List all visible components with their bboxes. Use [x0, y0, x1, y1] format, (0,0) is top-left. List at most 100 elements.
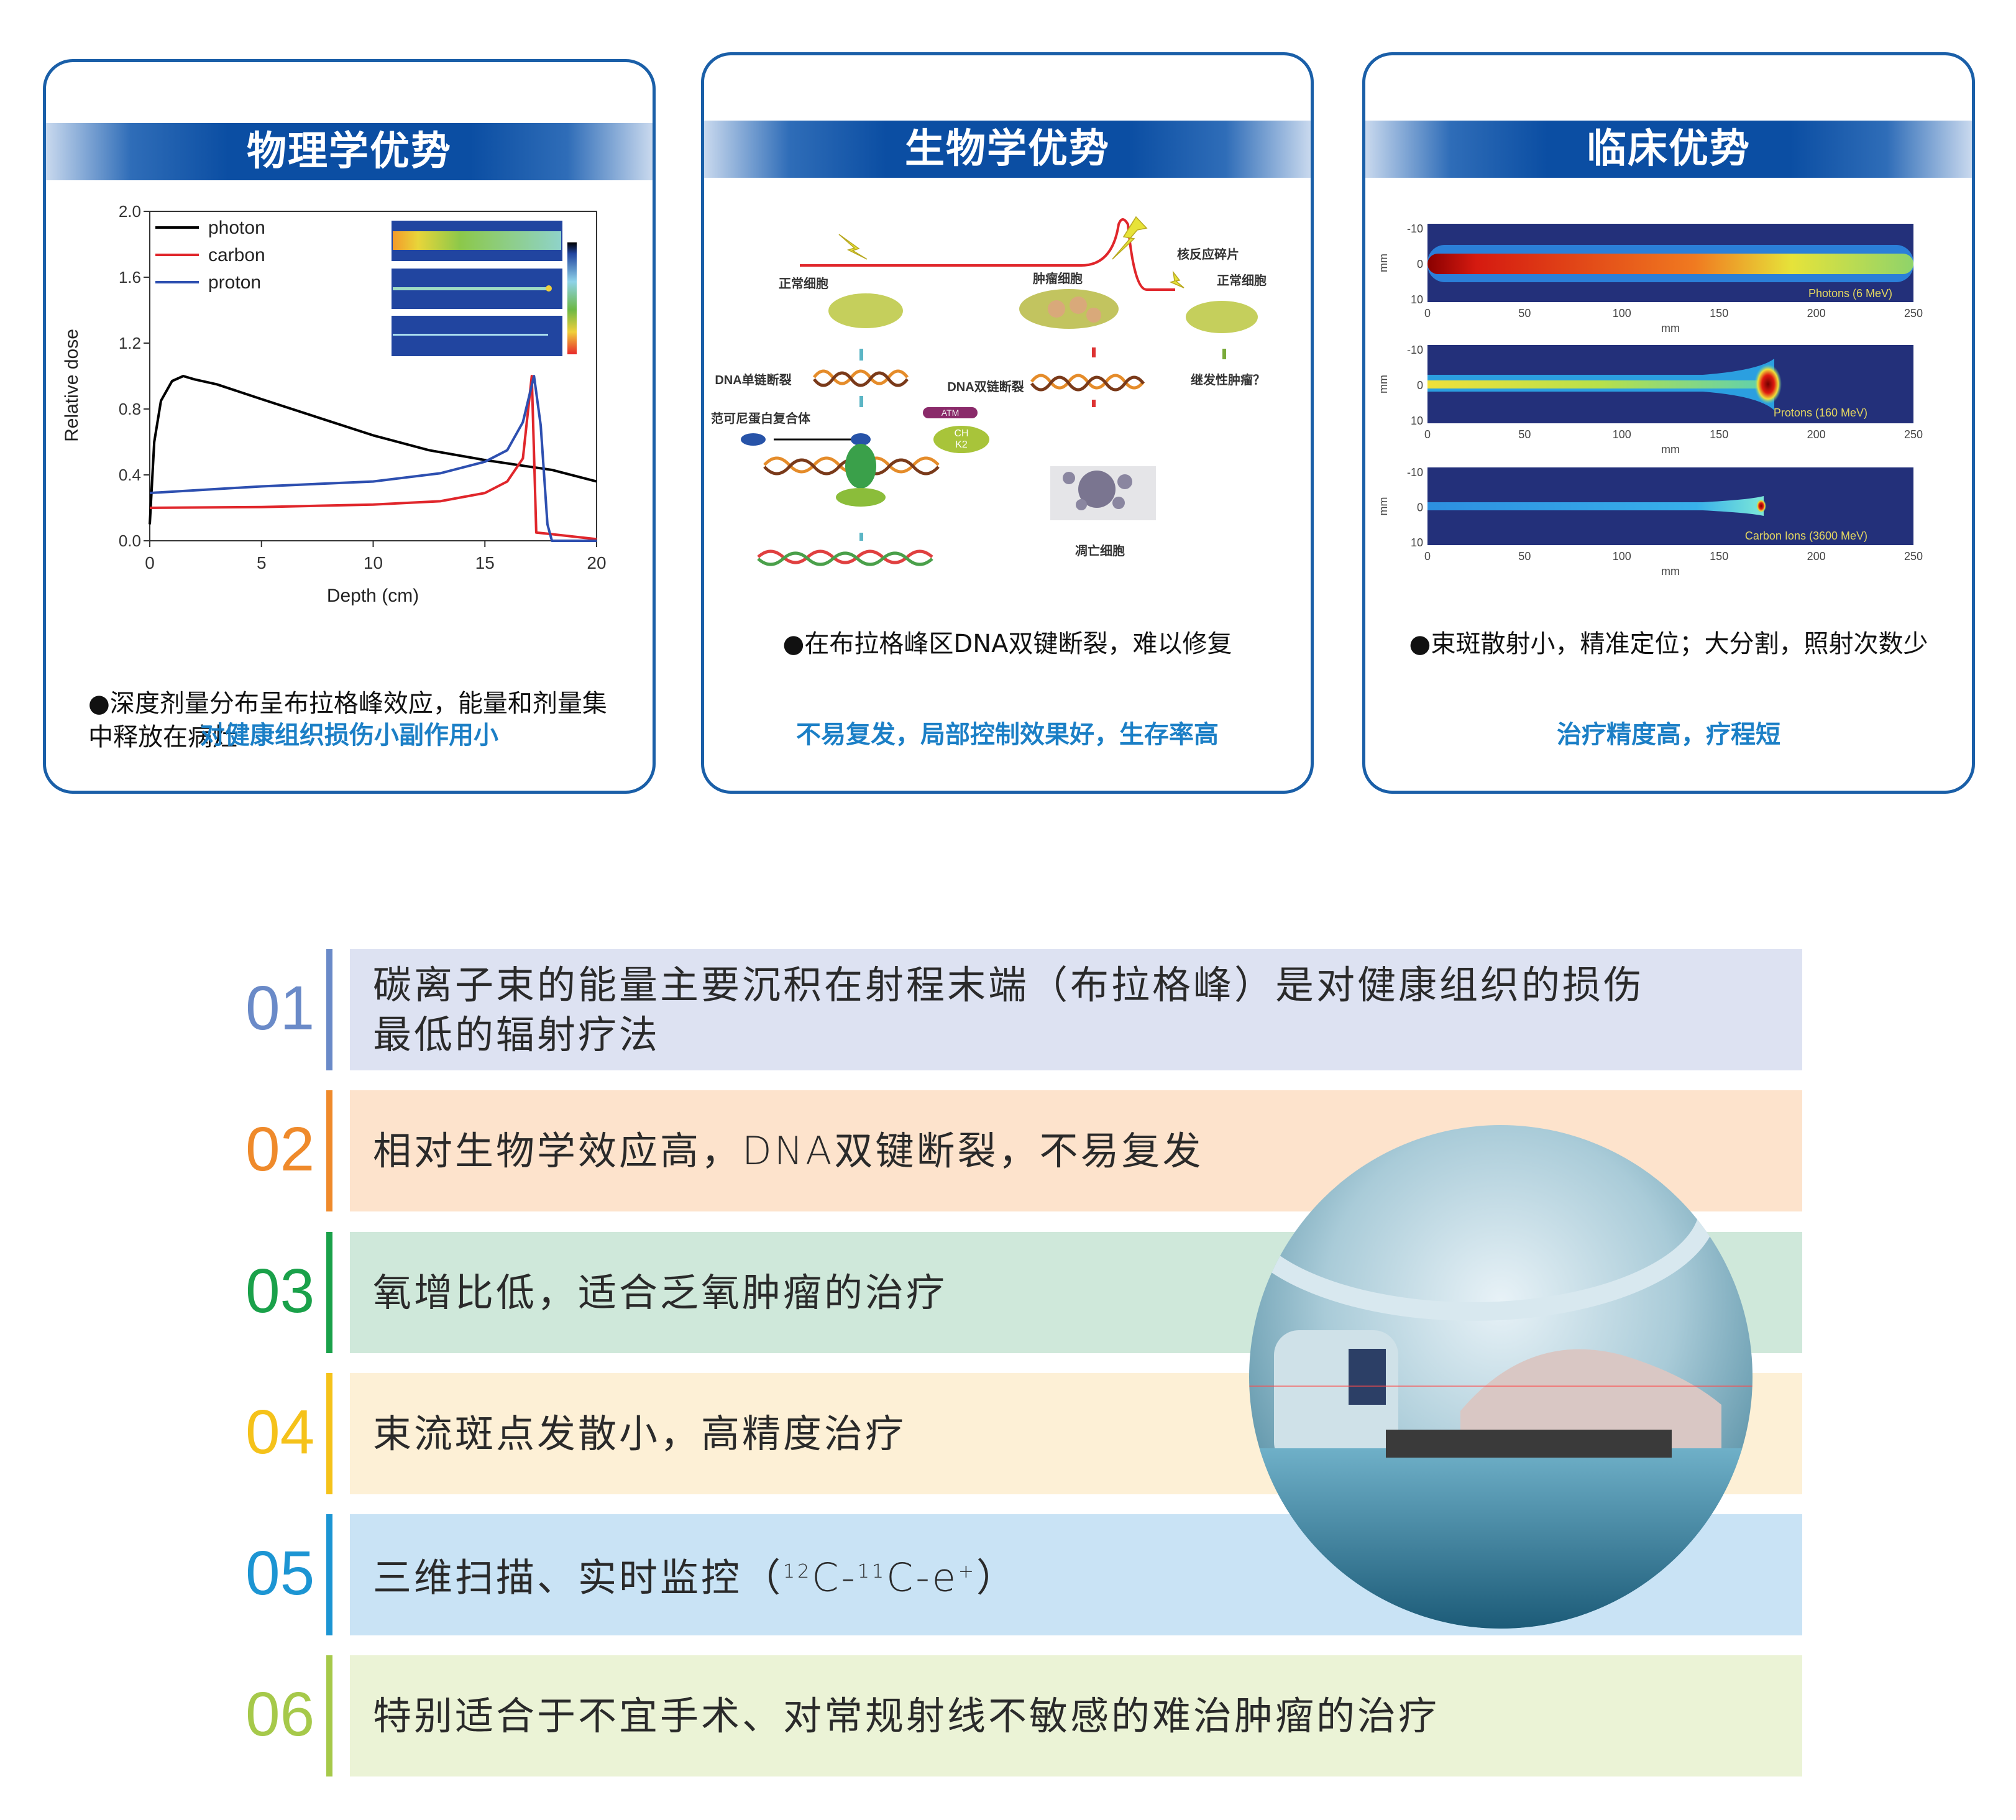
row-background	[350, 949, 1802, 1070]
x-tick-label: 150	[1710, 428, 1728, 441]
x-tick-label: 5	[257, 553, 267, 572]
feature-number: 03	[245, 1256, 315, 1326]
brca1-protein	[845, 444, 876, 489]
x-tick-label: 250	[1904, 550, 1923, 563]
treatment-room-photo	[1249, 1125, 1753, 1629]
bragg-curve	[800, 218, 1175, 291]
d2-protein	[741, 433, 766, 446]
feature-number: 01	[245, 973, 315, 1043]
y-axis-unit: mm	[1377, 375, 1390, 393]
divider	[326, 1373, 332, 1494]
y-tick-label: -10	[1407, 466, 1423, 479]
feature-number: 02	[245, 1115, 315, 1184]
lightning-icon	[838, 216, 1184, 288]
card-conclusion: 治疗精度高，疗程短	[1557, 720, 1780, 749]
x-tick-label: 200	[1807, 550, 1826, 563]
label-tumor-cell: 肿瘤细胞	[1033, 271, 1083, 286]
feature-text: 相对生物学效应高，DNA双键断裂，不易复发	[373, 1090, 1678, 1211]
x-tick-label: 15	[475, 553, 495, 572]
feature-text-content: 三维扫描、实时监控（12C-11C-e+）	[373, 1555, 1018, 1601]
label-fragments: 核反应碎片	[1177, 247, 1239, 262]
card-title: 生物学优势	[704, 121, 1311, 178]
x-tick-label: 100	[1613, 307, 1631, 319]
legend-label-photon: photon	[208, 218, 265, 238]
divider	[326, 1090, 332, 1211]
card-title: 物理学优势	[46, 123, 653, 180]
feature-number: 05	[245, 1538, 315, 1608]
x-tick-label: 250	[1904, 307, 1923, 319]
photon-map	[1427, 224, 1913, 302]
x-axis-label: Depth (cm)	[327, 586, 419, 606]
divider	[326, 949, 332, 1070]
feature-row: 06 特别适合于不宜手术、对常规射线不敏感的难治肿瘤的治疗	[245, 1655, 1802, 1776]
feature-text-content: 束流斑点发散小，高精度治疗	[373, 1410, 907, 1456]
y-tick-label: 10	[1411, 415, 1423, 427]
series-line-carbon	[149, 375, 597, 541]
x-tick-label: 250	[1904, 428, 1923, 441]
brca2-protein	[836, 488, 886, 507]
x-tick-label: 200	[1807, 307, 1826, 319]
divider	[326, 1655, 332, 1776]
x-tick-label: 50	[1518, 307, 1531, 319]
biology-diagram: 正常细胞 肿瘤细胞 核反应碎片 正常细胞 DNA单链断裂 DNA双链断裂 继发性…	[711, 216, 1267, 566]
legend-label-proton: proton	[208, 272, 261, 293]
carbon-map	[1427, 467, 1913, 545]
y-tick-label: 0	[1417, 379, 1423, 392]
y-tick-label: 0	[1417, 502, 1423, 514]
y-tick-label: -10	[1407, 344, 1423, 356]
chk2-protein	[933, 426, 989, 453]
y-tick-label: 0.0	[119, 531, 141, 550]
feature-text-content: 氧增比低，适合乏氧肿瘤的治疗	[373, 1269, 948, 1315]
x-tick-label: 10	[364, 553, 383, 572]
biology-advantage-card: 生物学优势 ●在布拉格峰区DNA双键断裂，难以修复 不易复发，局部控制效果好，生…	[701, 52, 1314, 794]
feature-number: 04	[245, 1397, 315, 1467]
label-secondary-tumor: 继发性肿瘤？	[1191, 372, 1265, 387]
card-title: 临床优势	[1365, 121, 1972, 178]
x-tick-label: 50	[1518, 428, 1531, 441]
feature-text: 束流斑点发散小，高精度治疗	[373, 1373, 1678, 1494]
card-caption: ●束斑散射小，精准定位；大分割，照射次数少	[1409, 630, 1928, 658]
y-tick-label: 0.8	[119, 400, 141, 418]
x-tick-label: 0	[1424, 428, 1431, 441]
x-tick-label: 150	[1710, 550, 1728, 563]
x-tick-label: 20	[587, 553, 606, 572]
inset-dose-maps	[392, 221, 577, 356]
series-line-photon	[149, 375, 597, 525]
y-axis-label: Relative dose	[62, 329, 82, 442]
x-tick-label: 200	[1807, 428, 1826, 441]
svg-text:ATM: ATM	[942, 408, 960, 418]
label-normal-cell-right: 正常细胞	[1217, 273, 1267, 288]
x-tick-label: 150	[1710, 307, 1728, 319]
beam-dose-maps: Photons (6 MeV) Protons (160 MeV) Carbon…	[1377, 223, 1923, 577]
card-conclusion: 对健康组织损伤小副作用小	[200, 721, 498, 750]
x-tick-label: 0	[1424, 550, 1431, 563]
series-line-proton	[149, 375, 597, 542]
y-tick-label: 0.4	[119, 466, 141, 484]
feature-text: 氧增比低，适合乏氧肿瘤的治疗	[373, 1232, 1678, 1353]
panel-label: Protons (160 MeV)	[1774, 407, 1867, 419]
x-tick-label: 50	[1518, 550, 1531, 563]
y-axis-unit: mm	[1377, 254, 1390, 272]
feature-text: 三维扫描、实时监控（12C-11C-e+）	[373, 1514, 1678, 1635]
feature-number: 06	[245, 1680, 315, 1749]
tumor-cells	[1019, 289, 1119, 329]
feature-text: 特别适合于不宜手术、对常规射线不敏感的难治肿瘤的治疗	[373, 1655, 1678, 1776]
x-axis-unit: mm	[1661, 443, 1680, 456]
y-tick-label: 0	[1417, 258, 1423, 270]
y-tick-label: 10	[1411, 536, 1423, 549]
y-tick-label: 10	[1411, 293, 1423, 306]
svg-text:CH: CH	[954, 428, 968, 439]
row-background	[350, 1655, 1802, 1776]
apoptotic-cell	[1050, 466, 1156, 520]
svg-text:K2: K2	[955, 439, 968, 450]
dna-helix	[757, 369, 1145, 566]
feature-text-content: 特别适合于不宜手术、对常规射线不敏感的难治肿瘤的治疗	[373, 1693, 1440, 1739]
x-tick-label: 100	[1613, 550, 1631, 563]
label-normal-cell: 正常细胞	[779, 276, 828, 291]
x-axis-unit: mm	[1661, 565, 1680, 577]
panel-label: Photons (6 MeV)	[1808, 287, 1892, 300]
y-axis-unit: mm	[1377, 497, 1390, 516]
label-ssb: DNA单链断裂	[715, 372, 791, 387]
label-fanconi: 范可尼蛋白复合体	[711, 411, 811, 426]
